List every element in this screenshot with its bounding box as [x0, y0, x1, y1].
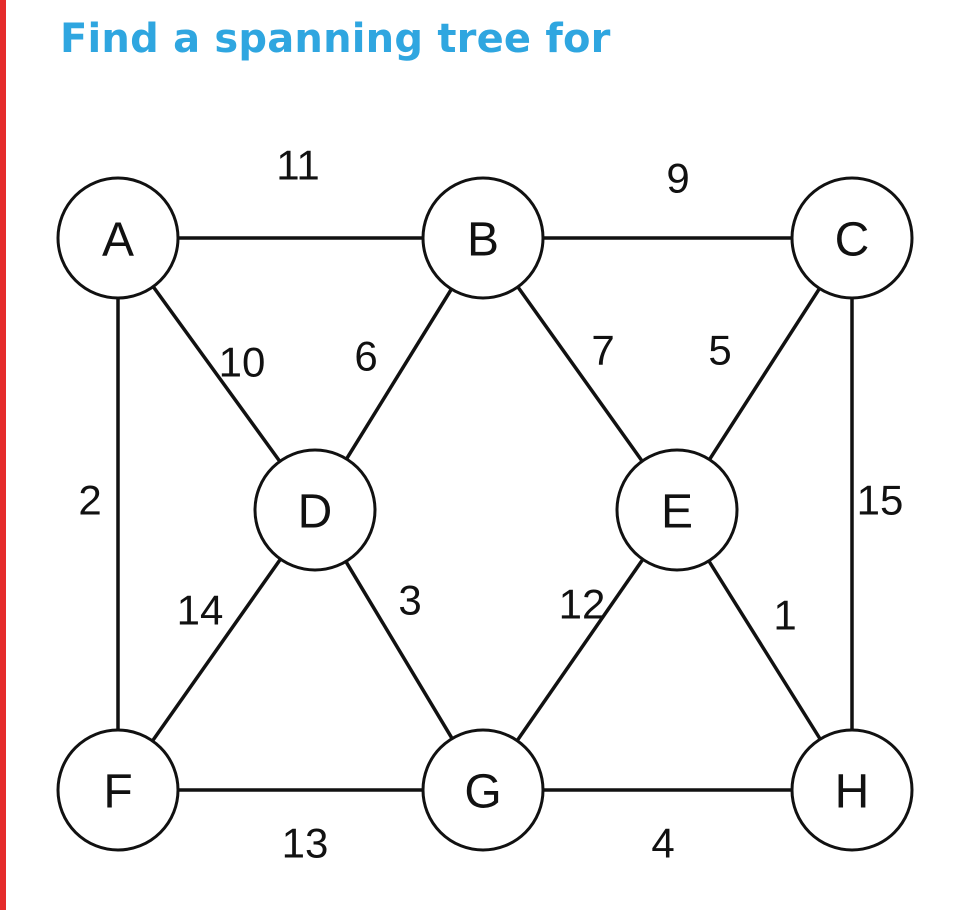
node-label: B	[467, 214, 499, 267]
node-label: F	[103, 766, 132, 819]
edge-e-h	[707, 559, 822, 741]
node-a: A	[56, 176, 180, 300]
edge-d-g	[344, 560, 454, 740]
node-b: B	[421, 176, 545, 300]
edges-layer	[116, 236, 854, 792]
node-e: E	[615, 448, 739, 572]
node-c: C	[790, 176, 914, 300]
edge-weight-e-h: 1	[773, 592, 796, 639]
node-circle	[790, 728, 914, 852]
node-circle	[790, 176, 914, 300]
edge-weight-g-h: 4	[651, 820, 674, 867]
node-circle	[421, 176, 545, 300]
edge-a-d	[151, 285, 282, 463]
edge-b-d	[345, 288, 453, 460]
accent-bar	[0, 0, 6, 910]
node-circle	[56, 728, 180, 852]
nodes-layer: A B C D E F G H	[56, 176, 914, 852]
node-circle	[421, 728, 545, 852]
edge-weight-d-f: 14	[177, 587, 224, 634]
node-h: H	[790, 728, 914, 852]
page-title: Find a spanning tree for	[60, 16, 611, 62]
edge-weight-a-b: 11	[276, 142, 320, 189]
node-label: D	[298, 486, 333, 539]
edge-weight-c-h: 15	[857, 477, 904, 524]
edge-weight-e-g: 12	[559, 581, 606, 628]
node-label: H	[835, 766, 870, 819]
node-label: G	[464, 766, 501, 819]
node-label: E	[661, 486, 693, 539]
node-f: F	[56, 728, 180, 852]
edge-weight-f-g: 13	[282, 820, 329, 867]
weights-layer: 11 9 10 6 7 5 2 15 14 3 12 1 13 4	[78, 142, 903, 867]
edge-e-g	[515, 558, 645, 742]
node-d: D	[253, 448, 377, 572]
node-label: A	[102, 214, 134, 267]
node-g: G	[421, 728, 545, 852]
edge-weight-a-d: 10	[219, 339, 266, 386]
edge-weight-b-e: 7	[591, 327, 614, 374]
edge-weight-d-g: 3	[398, 577, 421, 624]
edge-weight-a-f: 2	[78, 477, 101, 524]
node-circle	[56, 176, 180, 300]
edge-weight-c-e: 5	[708, 327, 731, 374]
edge-weight-b-c: 9	[666, 155, 689, 202]
edge-b-e	[516, 285, 644, 463]
edge-d-f	[151, 558, 282, 742]
edge-c-e	[707, 287, 822, 461]
node-label: C	[835, 214, 870, 267]
node-circle	[253, 448, 377, 572]
edge-weight-b-d: 6	[354, 333, 377, 380]
node-circle	[615, 448, 739, 572]
